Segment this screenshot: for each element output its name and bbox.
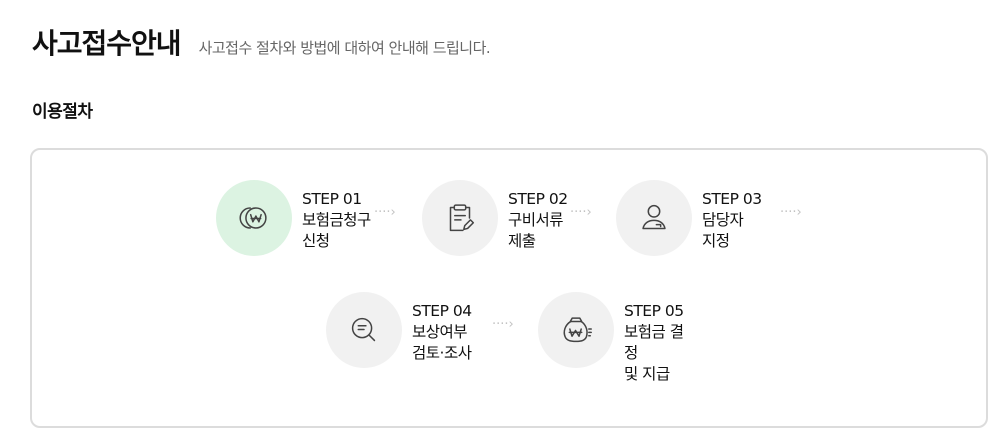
step-01-label-line2: 신청 xyxy=(302,232,330,250)
step-03-label-line1: 담당자 xyxy=(702,211,744,229)
step-05: STEP 05 보험금 결 정 및 지급 xyxy=(538,292,684,385)
step-04-circle xyxy=(326,292,402,368)
step-02-label-line2: 제출 xyxy=(508,232,536,250)
step-01-text: STEP 01 보험금청구 신청 xyxy=(302,189,371,252)
step-04-number: STEP 04 xyxy=(412,302,472,320)
money-bag-icon xyxy=(563,317,592,343)
step-arrow-2: ····› xyxy=(570,205,592,220)
step-04-label-line1: 보상여부 xyxy=(412,323,468,341)
step-05-label-line3: 및 지급 xyxy=(624,365,670,383)
step-03-circle xyxy=(616,180,692,256)
coin-icon xyxy=(239,207,267,229)
step-03-label-line2: 지정 xyxy=(702,232,730,250)
step-03: STEP 03 담당자 지정 xyxy=(616,180,762,256)
step-03-text: STEP 03 담당자 지정 xyxy=(702,189,762,252)
step-02-circle xyxy=(422,180,498,256)
section-title: 이용절차 xyxy=(32,102,93,122)
step-02-number: STEP 02 xyxy=(508,190,568,208)
step-05-label-line2: 정 xyxy=(624,344,638,362)
step-arrow-1: ····› xyxy=(374,205,396,220)
clipboard-edit-icon xyxy=(449,204,475,232)
step-02-text: STEP 02 구비서류 제출 xyxy=(508,189,568,252)
step-05-number: STEP 05 xyxy=(624,302,684,320)
step-04-text: STEP 04 보상여부 검토·조사 xyxy=(412,301,472,364)
step-03-number: STEP 03 xyxy=(702,190,762,208)
step-05-text: STEP 05 보험금 결 정 및 지급 xyxy=(624,301,684,385)
step-04: STEP 04 보상여부 검토·조사 xyxy=(326,292,472,368)
step-02: STEP 02 구비서류 제출 xyxy=(422,180,568,256)
search-document-icon xyxy=(351,317,376,342)
page-title: 사고접수안내 xyxy=(32,27,182,60)
step-05-label-line1: 보험금 결 xyxy=(624,323,684,341)
step-arrow-4: ····› xyxy=(492,317,514,332)
step-02-label-line1: 구비서류 xyxy=(508,211,564,229)
step-01: STEP 01 보험금청구 신청 xyxy=(216,180,371,256)
procedure-card: STEP 01 보험금청구 신청 ····› STEP 02 구비서류 제출 ·… xyxy=(30,148,988,428)
step-04-label-line2: 검토·조사 xyxy=(412,344,472,362)
step-01-number: STEP 01 xyxy=(302,190,362,208)
page-header: 사고접수안내 사고접수 절차와 방법에 대하여 안내해 드립니다. xyxy=(32,22,491,62)
page-subtitle: 사고접수 절차와 방법에 대하여 안내해 드립니다. xyxy=(198,39,491,57)
step-05-circle xyxy=(538,292,614,368)
step-01-circle xyxy=(216,180,292,256)
person-icon xyxy=(642,204,666,230)
step-01-label-line1: 보험금청구 xyxy=(302,211,371,229)
step-arrow-3: ····› xyxy=(780,205,802,220)
